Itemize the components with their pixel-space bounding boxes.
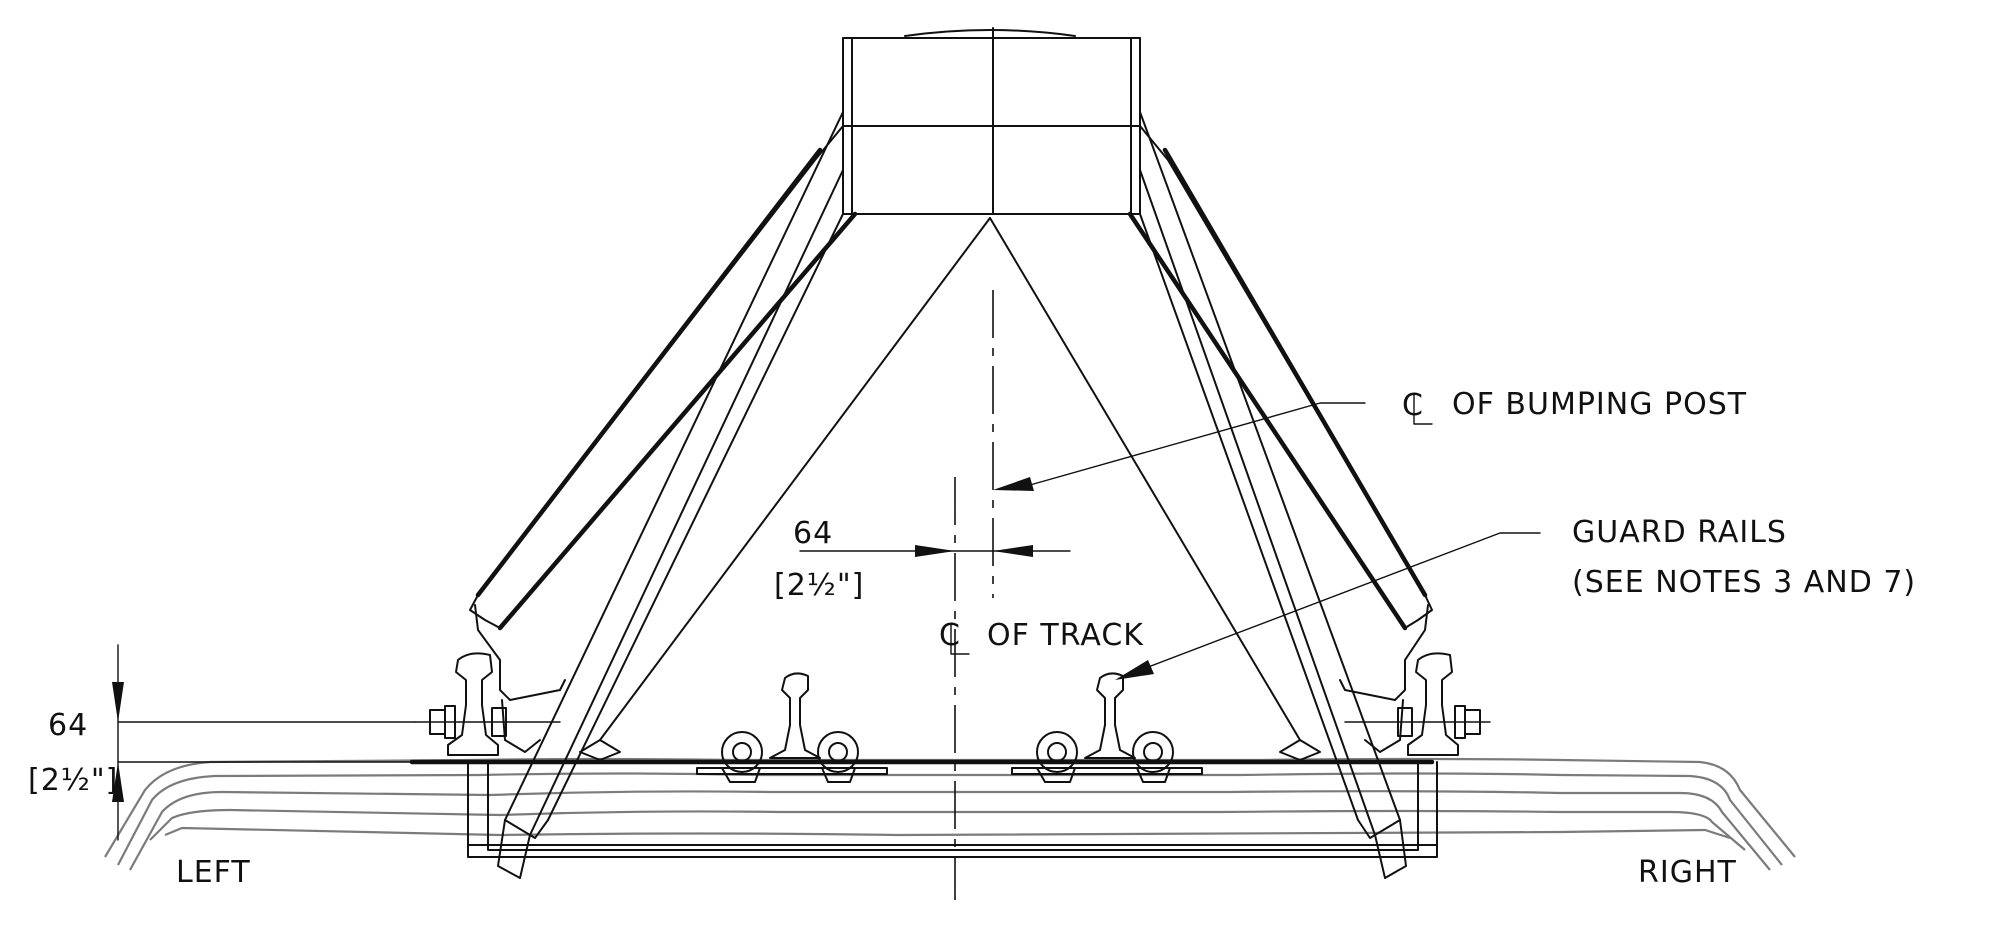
left-running-rail <box>414 652 561 756</box>
right-guard-rail <box>1011 672 1203 783</box>
centerline-symbol-icon: C <box>939 618 970 655</box>
leader-guard-rails <box>1115 532 1541 680</box>
svg-text:C: C <box>1402 388 1424 423</box>
right-brace <box>1127 111 1433 879</box>
bumping-post-head <box>842 27 1141 215</box>
horizontal-offset-dimension <box>799 545 1071 557</box>
dimension-height-metric: 64 <box>48 708 88 743</box>
svg-text:C: C <box>939 618 961 653</box>
label-left: LEFT <box>176 855 251 890</box>
centerline-symbol-icon: C <box>1402 388 1433 425</box>
inner-v-struts <box>579 217 1321 761</box>
label-guard-rails: GUARD RAILS <box>1572 515 1787 550</box>
dimension-height-imperial: [2½"] <box>28 763 118 798</box>
label-right: RIGHT <box>1638 855 1737 890</box>
base-block <box>409 759 1438 858</box>
right-running-rail <box>1344 652 1491 756</box>
dimension-offset-metric: 64 <box>793 516 833 551</box>
vertical-height-dimension <box>112 644 416 841</box>
label-cl-bumping-post: OF BUMPING POST <box>1452 387 1747 422</box>
tie-outline <box>104 757 1796 871</box>
left-guard-rail <box>696 672 888 783</box>
dimension-offset-imperial: [2½"] <box>774 568 864 603</box>
label-guard-rails-notes: (SEE NOTES 3 AND 7) <box>1572 565 1916 600</box>
leader-bumping-post <box>993 402 1366 491</box>
label-cl-track: OF TRACK <box>987 618 1144 653</box>
left-brace <box>469 111 858 879</box>
